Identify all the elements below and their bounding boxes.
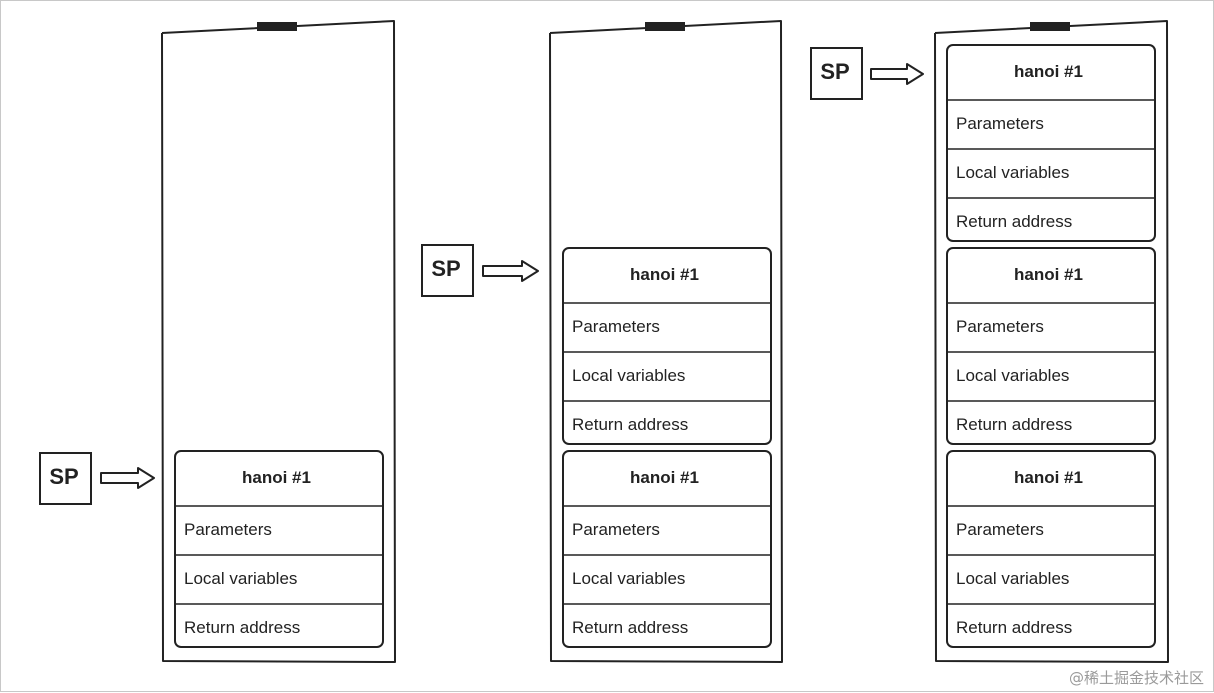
watermark: @稀土掘金技术社区 xyxy=(1068,669,1204,687)
sp-label: SP xyxy=(820,59,850,84)
frame-title: hanoi #1 xyxy=(1014,265,1083,284)
sp-arrow-2 xyxy=(482,260,539,282)
frame-row-label: Return address xyxy=(572,415,689,434)
frame-row-label: Return address xyxy=(956,212,1073,231)
frame-title: hanoi #1 xyxy=(630,468,699,487)
stack-container-3 xyxy=(934,20,1169,663)
sp-arrow-3 xyxy=(870,63,924,85)
frame-row-label: Local variables xyxy=(184,569,298,588)
frame-row-label: Parameters xyxy=(956,520,1044,539)
frame-row-label: Local variables xyxy=(956,163,1070,182)
stack-frame-5 xyxy=(946,247,1156,445)
stack-top-marker-3 xyxy=(1030,22,1070,31)
stack-container-2 xyxy=(549,20,783,663)
frame-row-label: Local variables xyxy=(956,366,1070,385)
stack-top-marker-1 xyxy=(257,22,297,31)
frame-row-label: Parameters xyxy=(572,317,660,336)
frame-title: hanoi #1 xyxy=(630,265,699,284)
frame-row-label: Parameters xyxy=(184,520,272,539)
stack-frame-3 xyxy=(562,450,772,648)
sp-box-1 xyxy=(39,452,92,505)
sp-label: SP xyxy=(49,464,79,489)
frame-row-label: Parameters xyxy=(572,520,660,539)
sp-box-3 xyxy=(810,47,863,100)
frame-row-label: Local variables xyxy=(956,569,1070,588)
stack-frame-4 xyxy=(946,44,1156,242)
sp-box-2 xyxy=(421,244,474,297)
frame-row-label: Parameters xyxy=(956,114,1044,133)
frame-title: hanoi #1 xyxy=(1014,468,1083,487)
stack-frame-1 xyxy=(174,450,384,648)
stack-frame-6 xyxy=(946,450,1156,648)
frame-row-label: Return address xyxy=(572,618,689,637)
sp-label: SP xyxy=(431,256,461,281)
frame-title: hanoi #1 xyxy=(1014,62,1083,81)
sp-arrow-1 xyxy=(100,467,155,489)
frame-row-label: Local variables xyxy=(572,569,686,588)
stack-container-1 xyxy=(161,20,396,663)
stack-frame-2 xyxy=(562,247,772,445)
frame-row-label: Parameters xyxy=(956,317,1044,336)
frame-row-label: Local variables xyxy=(572,366,686,385)
frame-title: hanoi #1 xyxy=(242,468,311,487)
frame-row-label: Return address xyxy=(956,415,1073,434)
frame-row-label: Return address xyxy=(184,618,301,637)
frame-row-label: Return address xyxy=(956,618,1073,637)
stack-top-marker-2 xyxy=(645,22,685,31)
